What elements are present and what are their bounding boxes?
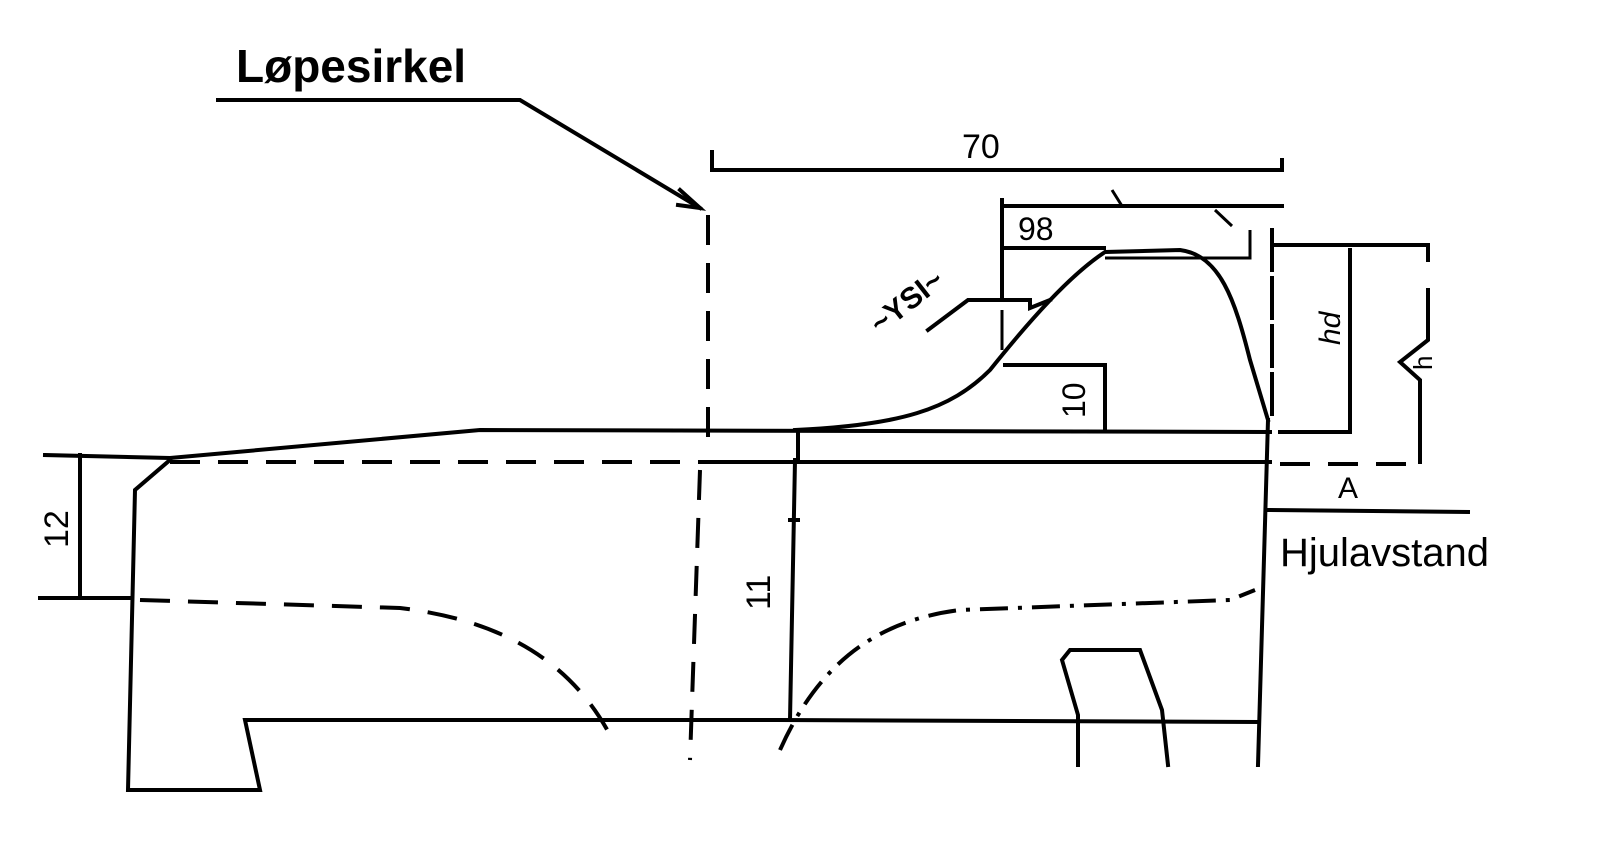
tread-line	[42, 427, 1273, 461]
flange-profile	[792, 247, 1271, 433]
dimension-h: h	[1408, 356, 1438, 370]
dimension-a: A	[1338, 472, 1358, 505]
dimension-11-line	[787, 428, 800, 723]
dimension-70-line	[710, 150, 1284, 172]
running-circle-axis-lower	[688, 469, 702, 761]
leader-line	[216, 98, 703, 211]
dimension-ticks	[1110, 189, 1234, 228]
leader-arrow	[675, 187, 707, 211]
wheel-distance-label: Hjulavstand	[1280, 531, 1489, 575]
dimension-98-line	[1000, 198, 1284, 302]
dimension-11: 11	[740, 575, 778, 610]
inner-contour-right	[778, 588, 1256, 751]
wheel-distance-line	[1263, 507, 1471, 515]
hub-profile	[1059, 648, 1171, 768]
inner-contour-left	[139, 598, 612, 736]
dimension-12: 12	[38, 510, 76, 548]
ysi-leader	[925, 297, 1053, 333]
dimension-10: 10	[1056, 382, 1092, 418]
dimension-10-line	[1003, 363, 1107, 432]
dimension-hd: hd	[1314, 310, 1347, 345]
dimension-12-line	[38, 453, 132, 600]
flange-top-line	[1105, 230, 1252, 260]
running-circle-label: Løpesirkel	[236, 40, 466, 92]
flange-back-line	[1255, 417, 1271, 768]
dimension-70: 70	[962, 128, 1000, 166]
hub-line	[777, 717, 1261, 725]
dimension-h-line	[1396, 288, 1430, 464]
dimension-98: 98	[1018, 211, 1054, 247]
wheel-body-outline	[125, 457, 782, 792]
ysi-label: ~YSI~	[864, 263, 950, 340]
dimension-hd-line	[1273, 243, 1430, 434]
